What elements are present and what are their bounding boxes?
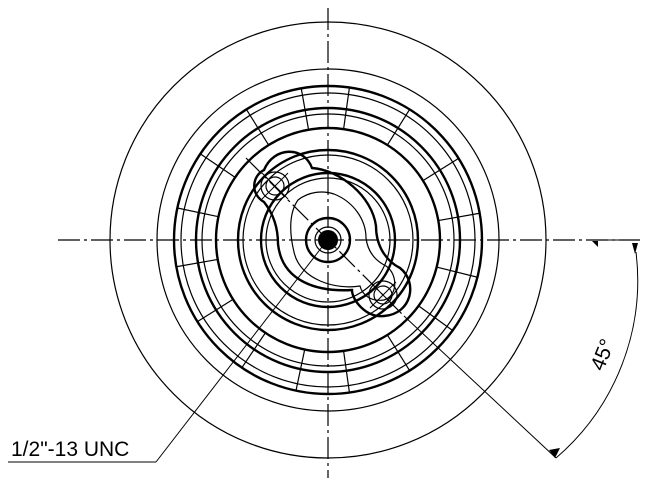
bolt-hole-upper-left-cbore <box>260 171 290 201</box>
bolt-hole-upper-left <box>265 176 285 196</box>
arrowhead-lower <box>549 448 560 458</box>
angle-tick <box>592 241 598 247</box>
ring-spoke <box>245 109 270 146</box>
bolt-hole-center-marks <box>261 172 397 309</box>
arrowhead-upper <box>632 243 638 254</box>
ring-spoke <box>295 349 306 391</box>
ring-spoke <box>422 157 459 182</box>
thread-leader: 1/2"-13 UNC <box>8 246 323 463</box>
angle-dimension: 45° <box>403 239 640 459</box>
flange-outline <box>253 150 412 318</box>
ring-spoke <box>438 212 480 222</box>
ring-spoke <box>199 153 236 178</box>
ring-spoke <box>386 334 411 371</box>
ring-spoke <box>436 266 478 278</box>
ring-spokes <box>176 87 480 393</box>
ring-spoke <box>300 88 310 130</box>
ring-spoke <box>386 109 411 146</box>
ring-spoke <box>241 332 266 369</box>
ring-spoke <box>342 350 351 393</box>
thread-callout: 1/2"-13 UNC <box>11 438 129 461</box>
bolt-hole-lower-right <box>373 285 393 305</box>
flange-inner-outline <box>290 191 396 301</box>
ring-spoke <box>176 258 218 268</box>
ring-spoke <box>197 298 234 323</box>
ring-spoke <box>418 305 453 332</box>
ring-spoke <box>342 87 351 130</box>
angle-label: 45° <box>586 336 619 374</box>
bolt-hole-lower-right-cbore <box>368 280 398 310</box>
ring-spoke <box>177 207 219 218</box>
